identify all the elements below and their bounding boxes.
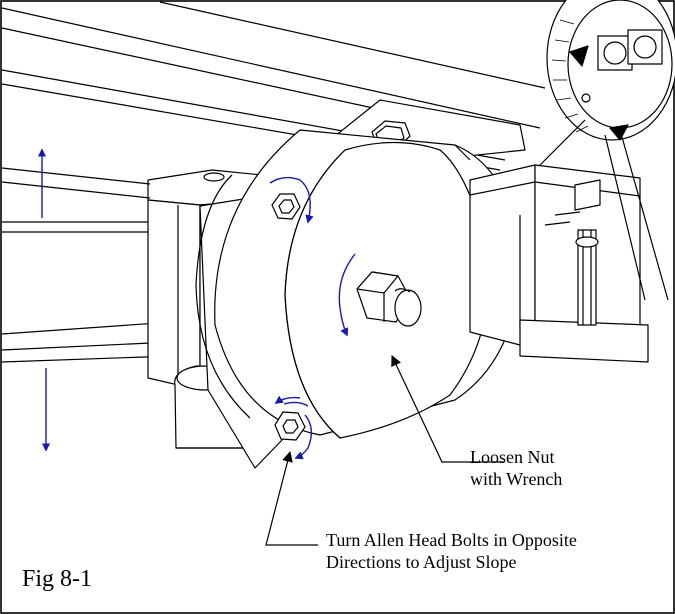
rotation-arrow-icon-lower-bolt-top: [283, 401, 309, 407]
callout-turn-bolts: Turn Allen Head Bolts in Opposite Direct…: [326, 530, 577, 573]
rotation-arrow-icon-nut: [338, 253, 356, 337]
callout-bolts-line1: Turn Allen Head Bolts in Opposite: [326, 530, 577, 550]
leader-bolts: [265, 450, 318, 546]
callout-nut-line1: Loosen Nut: [470, 447, 555, 467]
allen-bolt-icon-lower: [274, 411, 306, 441]
rotation-arrow-icon-lower-bolt-top-head: [274, 395, 301, 404]
rotation-arrow-icon-lower-bolt-side: [294, 414, 313, 460]
callout-nut-line2: with Wrench: [470, 468, 563, 489]
allen-bolt-icon-upper: [271, 193, 301, 220]
rotation-arrow-icon-upper-bolt: [269, 176, 314, 224]
leader-nut: [391, 355, 504, 463]
pulley-wheel: [539, 0, 675, 301]
hex-nut-icon: [356, 271, 422, 327]
horizontal-beam: [1, 167, 173, 363]
right-slider-assembly: [469, 164, 649, 363]
callout-loosen-nut: Loosen Nut with Wrench: [470, 447, 562, 490]
callout-bolts-line2: Directions to Adjust Slope: [326, 551, 517, 572]
figure-caption: Fig 8-1: [22, 566, 93, 592]
